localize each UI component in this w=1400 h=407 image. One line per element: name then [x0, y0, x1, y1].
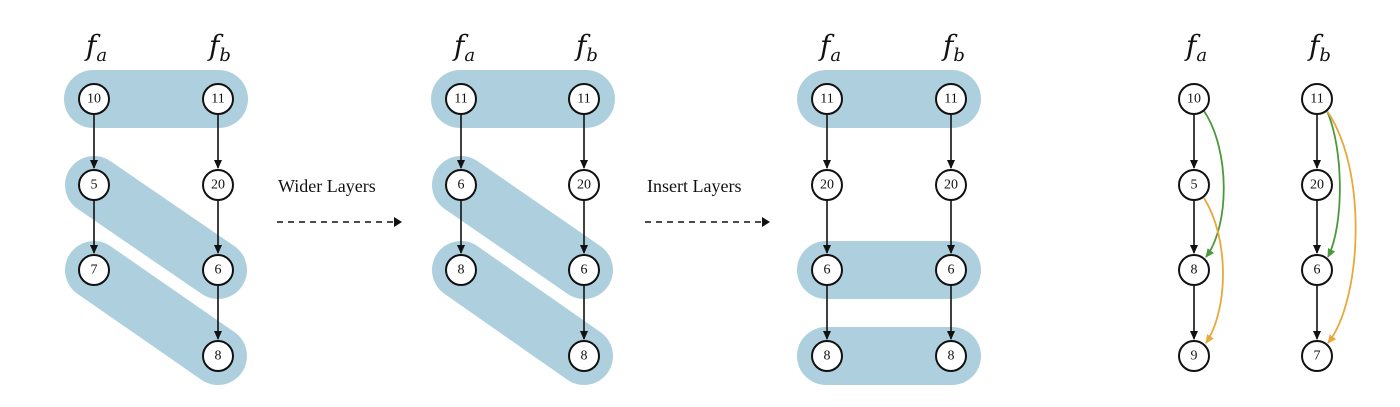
skip-connection-orange: [1326, 110, 1357, 344]
band-diagonal-1: [65, 156, 247, 299]
svg-text:11: 11: [820, 92, 833, 107]
node-fa-3: 6: [811, 254, 843, 286]
node-fa-1: 11: [445, 83, 477, 115]
svg-text:5: 5: [91, 178, 98, 193]
node-fa-3: 8: [445, 254, 477, 286]
node-fb-3: 6: [568, 254, 600, 286]
node-fb-4: 8: [202, 340, 234, 372]
svg-text:20: 20: [944, 178, 958, 193]
node-fb-1: 11: [935, 83, 967, 115]
band-layer-4: [797, 327, 981, 385]
panel-4: fa fb 10 5 8 9 11 20 6 7: [1178, 29, 1357, 372]
node-fa-2: 6: [445, 169, 477, 201]
panel-2-fa-label: fa: [452, 29, 475, 66]
node-fa-2: 20: [811, 169, 843, 201]
node-fa-2: 5: [78, 169, 110, 201]
node-fb-2: 20: [202, 169, 234, 201]
node-fb-1: 11: [1301, 83, 1333, 115]
svg-text:8: 8: [215, 349, 222, 364]
band-layer-1: [64, 70, 248, 128]
svg-text:8: 8: [581, 349, 588, 364]
svg-text:5: 5: [1191, 178, 1198, 193]
panel-4-fa-label: fa: [1184, 29, 1207, 66]
node-fb-2: 20: [1301, 169, 1333, 201]
svg-text:11: 11: [1310, 92, 1323, 107]
insert-arrowhead-icon: [762, 217, 770, 227]
panel-3-fa-label: fa: [818, 29, 841, 66]
skip-connection-green: [1326, 110, 1341, 258]
node-fa-2: 5: [1178, 169, 1210, 201]
panel-1-fa-label: fa: [84, 29, 107, 66]
band-layer-3: [797, 241, 981, 299]
band-diagonal-2: [432, 241, 613, 385]
panel-1: fa fb 10 5 7 11 20 6 8: [64, 29, 248, 385]
svg-text:11: 11: [211, 92, 224, 107]
node-fb-2: 20: [568, 169, 600, 201]
svg-text:11: 11: [577, 92, 590, 107]
band-layer-1: [797, 70, 981, 128]
svg-text:8: 8: [824, 349, 831, 364]
node-fb-3: 6: [1301, 254, 1333, 286]
wider-arrowhead-icon: [394, 217, 402, 227]
svg-text:20: 20: [211, 178, 225, 193]
panel-3: fa fb 11 20 6 8 11 20 6 8: [797, 29, 981, 385]
wider-layers-label: Wider Layers: [278, 176, 376, 196]
node-fa-1: 10: [1178, 83, 1210, 115]
node-fb-4: 7: [1301, 340, 1333, 372]
node-fa-1: 11: [811, 83, 843, 115]
svg-text:7: 7: [91, 263, 98, 278]
panel-4-fb-label: fb: [1307, 29, 1331, 66]
operation-wider-layers: Wider Layers: [277, 176, 402, 227]
node-fb-4: 8: [935, 340, 967, 372]
node-fb-3: 6: [202, 254, 234, 286]
panel-2: fa fb 11 6 8 11 20 6 8: [431, 29, 615, 385]
svg-text:8: 8: [1191, 263, 1198, 278]
panel-3-fb-label: fb: [941, 29, 965, 66]
svg-text:8: 8: [458, 263, 465, 278]
node-fb-2: 20: [935, 169, 967, 201]
panel-2-fb-label: fb: [574, 29, 598, 66]
node-fb-1: 11: [568, 83, 600, 115]
operation-insert-layers: Insert Layers: [645, 176, 770, 227]
svg-text:7: 7: [1314, 349, 1321, 364]
svg-text:6: 6: [458, 178, 465, 193]
svg-text:6: 6: [581, 263, 588, 278]
svg-text:20: 20: [577, 178, 591, 193]
node-fa-4: 8: [811, 340, 843, 372]
svg-text:10: 10: [1187, 92, 1201, 107]
node-fa-3: 8: [1178, 254, 1210, 286]
band-diagonal-2: [65, 241, 247, 385]
svg-text:20: 20: [820, 178, 834, 193]
insert-layers-label: Insert Layers: [647, 176, 741, 196]
node-fa-3: 7: [78, 254, 110, 286]
node-fb-1: 11: [202, 83, 234, 115]
svg-text:11: 11: [454, 92, 467, 107]
node-fa-1: 10: [78, 83, 110, 115]
band-diagonal-1: [432, 156, 613, 299]
svg-text:10: 10: [87, 92, 101, 107]
band-layer-1: [431, 70, 615, 128]
svg-text:20: 20: [1310, 178, 1324, 193]
svg-text:6: 6: [824, 263, 831, 278]
skip-connection-orange: [1203, 197, 1224, 344]
node-fb-3: 6: [935, 254, 967, 286]
svg-text:9: 9: [1191, 349, 1198, 364]
panel-1-fb-label: fb: [207, 29, 231, 66]
skip-connection-green: [1203, 110, 1225, 258]
svg-text:8: 8: [948, 349, 955, 364]
svg-text:6: 6: [215, 263, 222, 278]
svg-text:6: 6: [1314, 263, 1321, 278]
node-fb-4: 8: [568, 340, 600, 372]
svg-text:6: 6: [948, 263, 955, 278]
node-fa-4: 9: [1178, 340, 1210, 372]
svg-text:11: 11: [944, 92, 957, 107]
